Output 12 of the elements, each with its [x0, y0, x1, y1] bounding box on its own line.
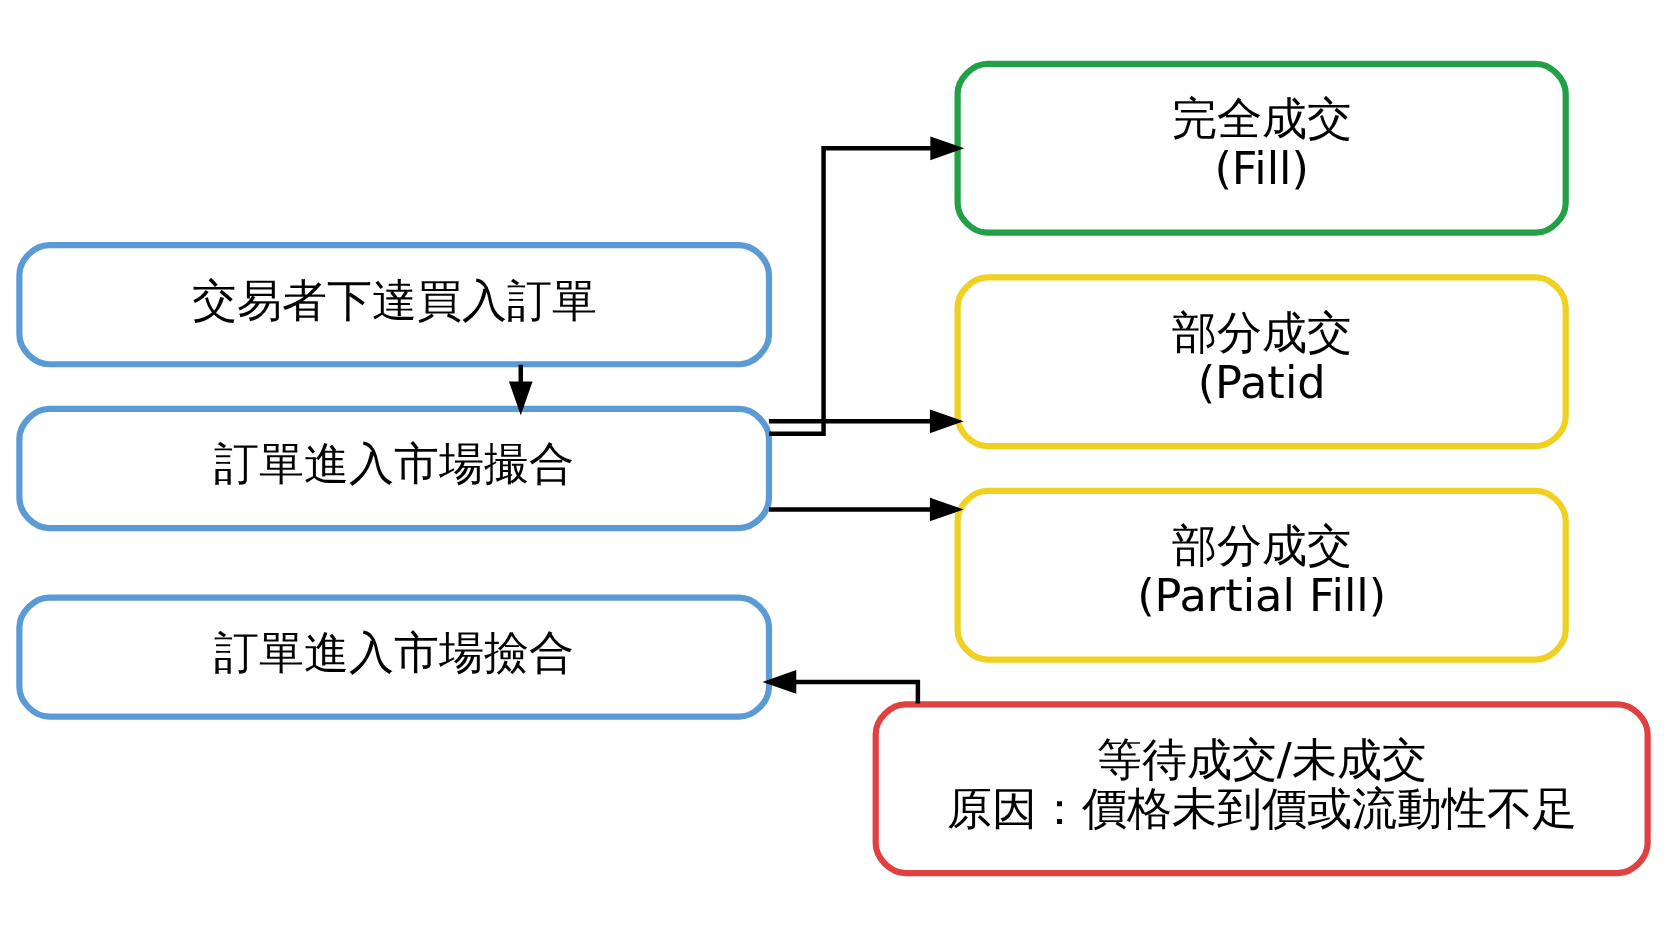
node-box: 訂單進入市場撮合	[15, 405, 772, 532]
arrow	[768, 409, 964, 434]
arrow	[761, 670, 920, 704]
arrow	[768, 136, 964, 436]
node-box: 部分成交 (Patid	[954, 274, 1569, 450]
node-box: 完全成交 (Fill)	[954, 60, 1569, 236]
node-box: 訂單進入市場撿合	[15, 594, 772, 720]
node-box: 交易者下達買入訂單	[15, 242, 772, 368]
arrow	[768, 497, 964, 522]
node-box: 部分成交 (Partial Fill)	[954, 487, 1569, 663]
arrow	[508, 364, 533, 416]
node-box: 等待成交/未成交 原因：價格未到價或流動性不足	[872, 701, 1651, 877]
